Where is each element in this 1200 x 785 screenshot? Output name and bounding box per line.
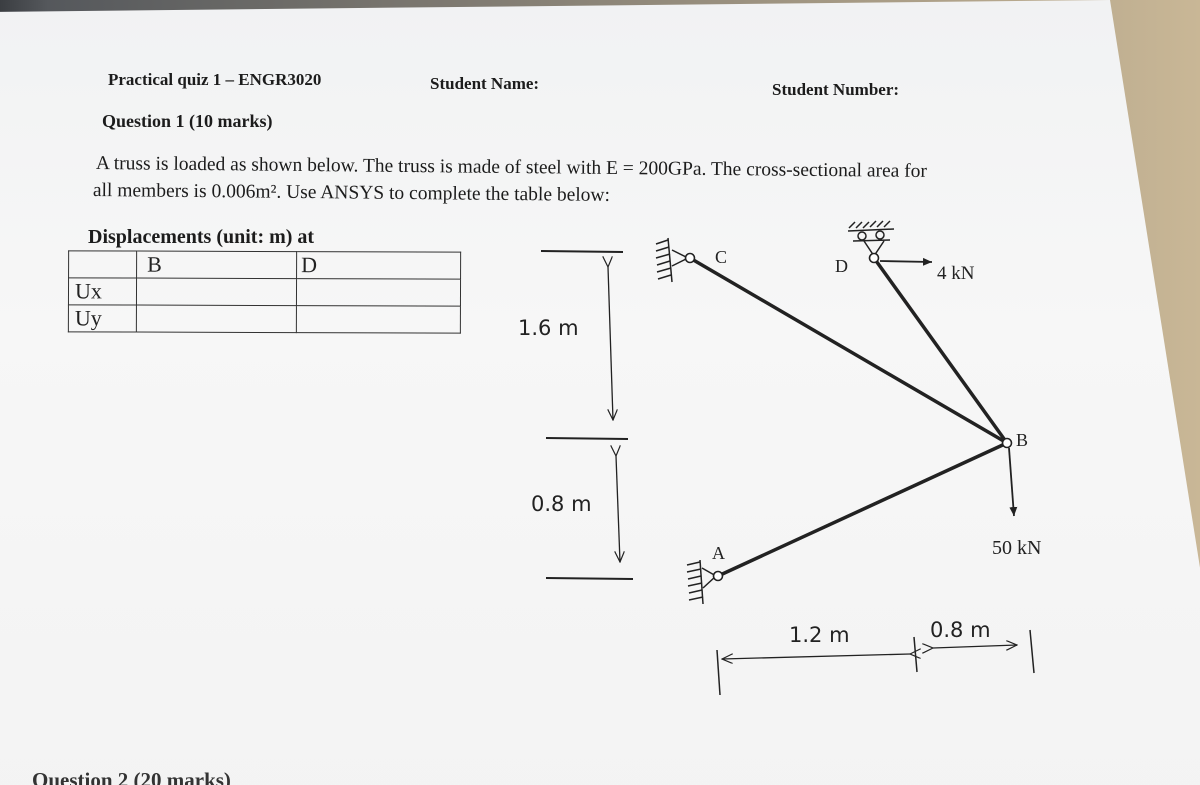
dim-ref-line-middle-horizontal — [913, 636, 918, 673]
wall-support-c — [655, 237, 690, 283]
wall-support-a — [686, 559, 718, 605]
dim-label-0-8m-horizontal: 0.8 m — [930, 618, 991, 642]
pin-a — [712, 570, 724, 582]
dim-label-1-2m: 1.2 m — [789, 623, 850, 647]
load-arrow-50kn — [1008, 447, 1018, 517]
pin-b — [1001, 437, 1013, 449]
pin-d — [868, 252, 880, 264]
node-label-d: D — [835, 256, 848, 276]
load-label-4kn: 4 kN — [937, 263, 975, 284]
student-number-label: Student Number: — [772, 80, 900, 99]
dim-label-1-6m: 1.6 m — [518, 316, 579, 340]
question1-heading: Question 1 (10 marks) — [102, 111, 273, 131]
dim-ref-line-middle — [545, 437, 629, 440]
member-d-b — [872, 256, 1009, 445]
roller-support-d — [847, 220, 895, 258]
load-label-50kn: 50 kN — [992, 537, 1041, 559]
node-label-a: A — [712, 543, 725, 563]
member-c-b — [689, 256, 1008, 445]
quiz-title: Practical quiz 1 – ENGR3020 — [108, 70, 322, 89]
dim-ref-line-a — [716, 649, 721, 696]
node-label-b: B — [1016, 430, 1028, 450]
dim-ref-line-right — [1029, 629, 1035, 674]
dim-arrow-1-6m — [608, 267, 613, 420]
question2-heading: Question 2 (20 marks) — [32, 768, 231, 785]
pin-c — [684, 252, 696, 264]
table-caption: Displacements (unit: m) at — [88, 226, 315, 248]
dim-arrow-0-8m-vertical — [616, 456, 620, 562]
student-name-label: Student Name: — [430, 74, 540, 93]
node-label-c: C — [715, 247, 727, 267]
dim-arrow-0-8m-horizontal — [933, 645, 1017, 648]
dim-ref-line-top — [540, 250, 624, 253]
load-arrow-4kn — [879, 257, 933, 266]
dim-arrow-1-2m — [722, 654, 910, 659]
dim-label-0-8m-vertical: 0.8 m — [531, 492, 592, 516]
dim-ref-line-bottom — [545, 577, 634, 580]
member-a-b — [717, 441, 1008, 578]
